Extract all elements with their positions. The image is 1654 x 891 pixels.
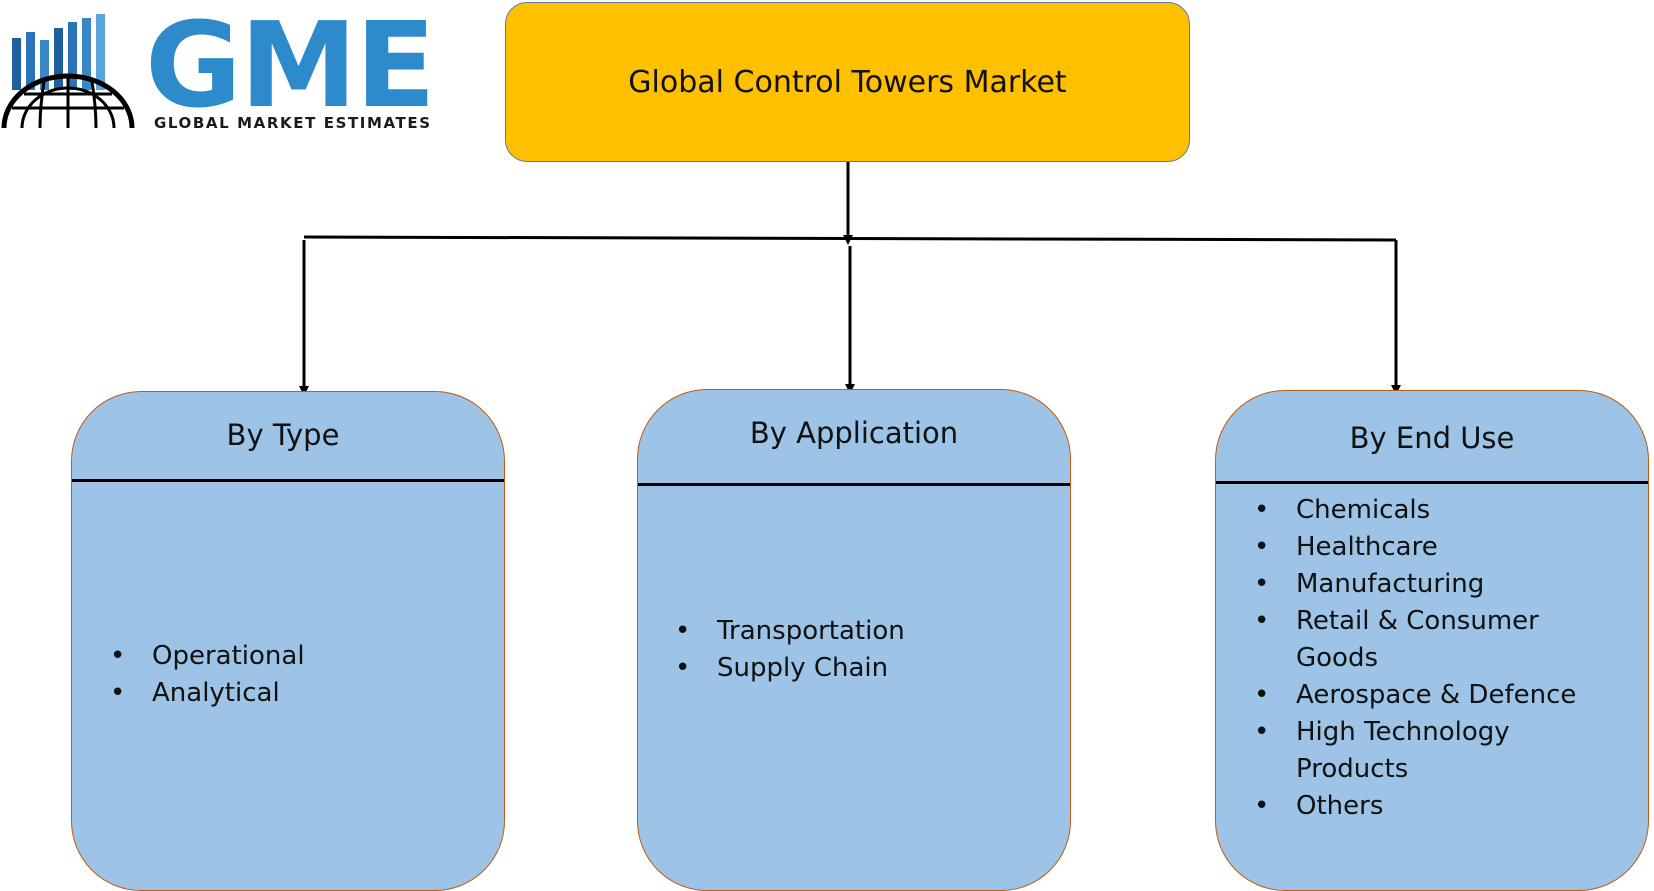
connector-horizontal bbox=[303, 235, 1397, 242]
list-item: Supply Chain bbox=[675, 650, 1070, 687]
category-title: By Type bbox=[226, 417, 340, 452]
category-title: By Application bbox=[749, 415, 959, 450]
list-item: Aerospace & Defence bbox=[1254, 677, 1596, 714]
gme-logo: GME GLOBAL MARKET ESTIMATES bbox=[0, 6, 490, 135]
root-title: Global Control Towers Market bbox=[628, 64, 1067, 100]
list-item: Chemicals bbox=[1254, 492, 1596, 529]
category-title: By End Use bbox=[1349, 421, 1515, 455]
category-body: Transportation Supply Chain bbox=[638, 486, 1070, 890]
item-list: Chemicals Healthcare Manufacturing Retai… bbox=[1254, 492, 1596, 825]
list-item: Healthcare bbox=[1254, 529, 1596, 566]
logo-letters: GME bbox=[145, 0, 436, 134]
list-item: Manufacturing bbox=[1254, 566, 1596, 603]
category-header: By Type bbox=[72, 392, 504, 482]
globe-bars-icon bbox=[1, 14, 135, 129]
item-list: Operational Analytical bbox=[110, 638, 504, 712]
category-body: Operational Analytical bbox=[72, 482, 504, 890]
list-item: Retail & Consumer Goods bbox=[1254, 603, 1596, 677]
category-header: By End Use bbox=[1216, 391, 1648, 484]
category-by-application: By Application Transportation Supply Cha… bbox=[637, 389, 1071, 891]
logo-tagline: GLOBAL MARKET ESTIMATES bbox=[154, 114, 432, 132]
list-item: Operational bbox=[110, 638, 504, 675]
root-node: Global Control Towers Market bbox=[505, 2, 1190, 162]
list-item: Analytical bbox=[110, 675, 504, 712]
list-item: Transportation bbox=[675, 613, 1070, 650]
item-list: Transportation Supply Chain bbox=[675, 613, 1070, 687]
list-item: High Technology Products bbox=[1254, 714, 1596, 788]
category-body: Chemicals Healthcare Manufacturing Retai… bbox=[1216, 484, 1648, 890]
category-header: By Application bbox=[638, 390, 1070, 486]
list-item: Others bbox=[1254, 788, 1596, 825]
category-by-end-use: By End Use Chemicals Healthcare Manufact… bbox=[1215, 390, 1649, 891]
category-by-type: By Type Operational Analytical bbox=[71, 391, 505, 891]
